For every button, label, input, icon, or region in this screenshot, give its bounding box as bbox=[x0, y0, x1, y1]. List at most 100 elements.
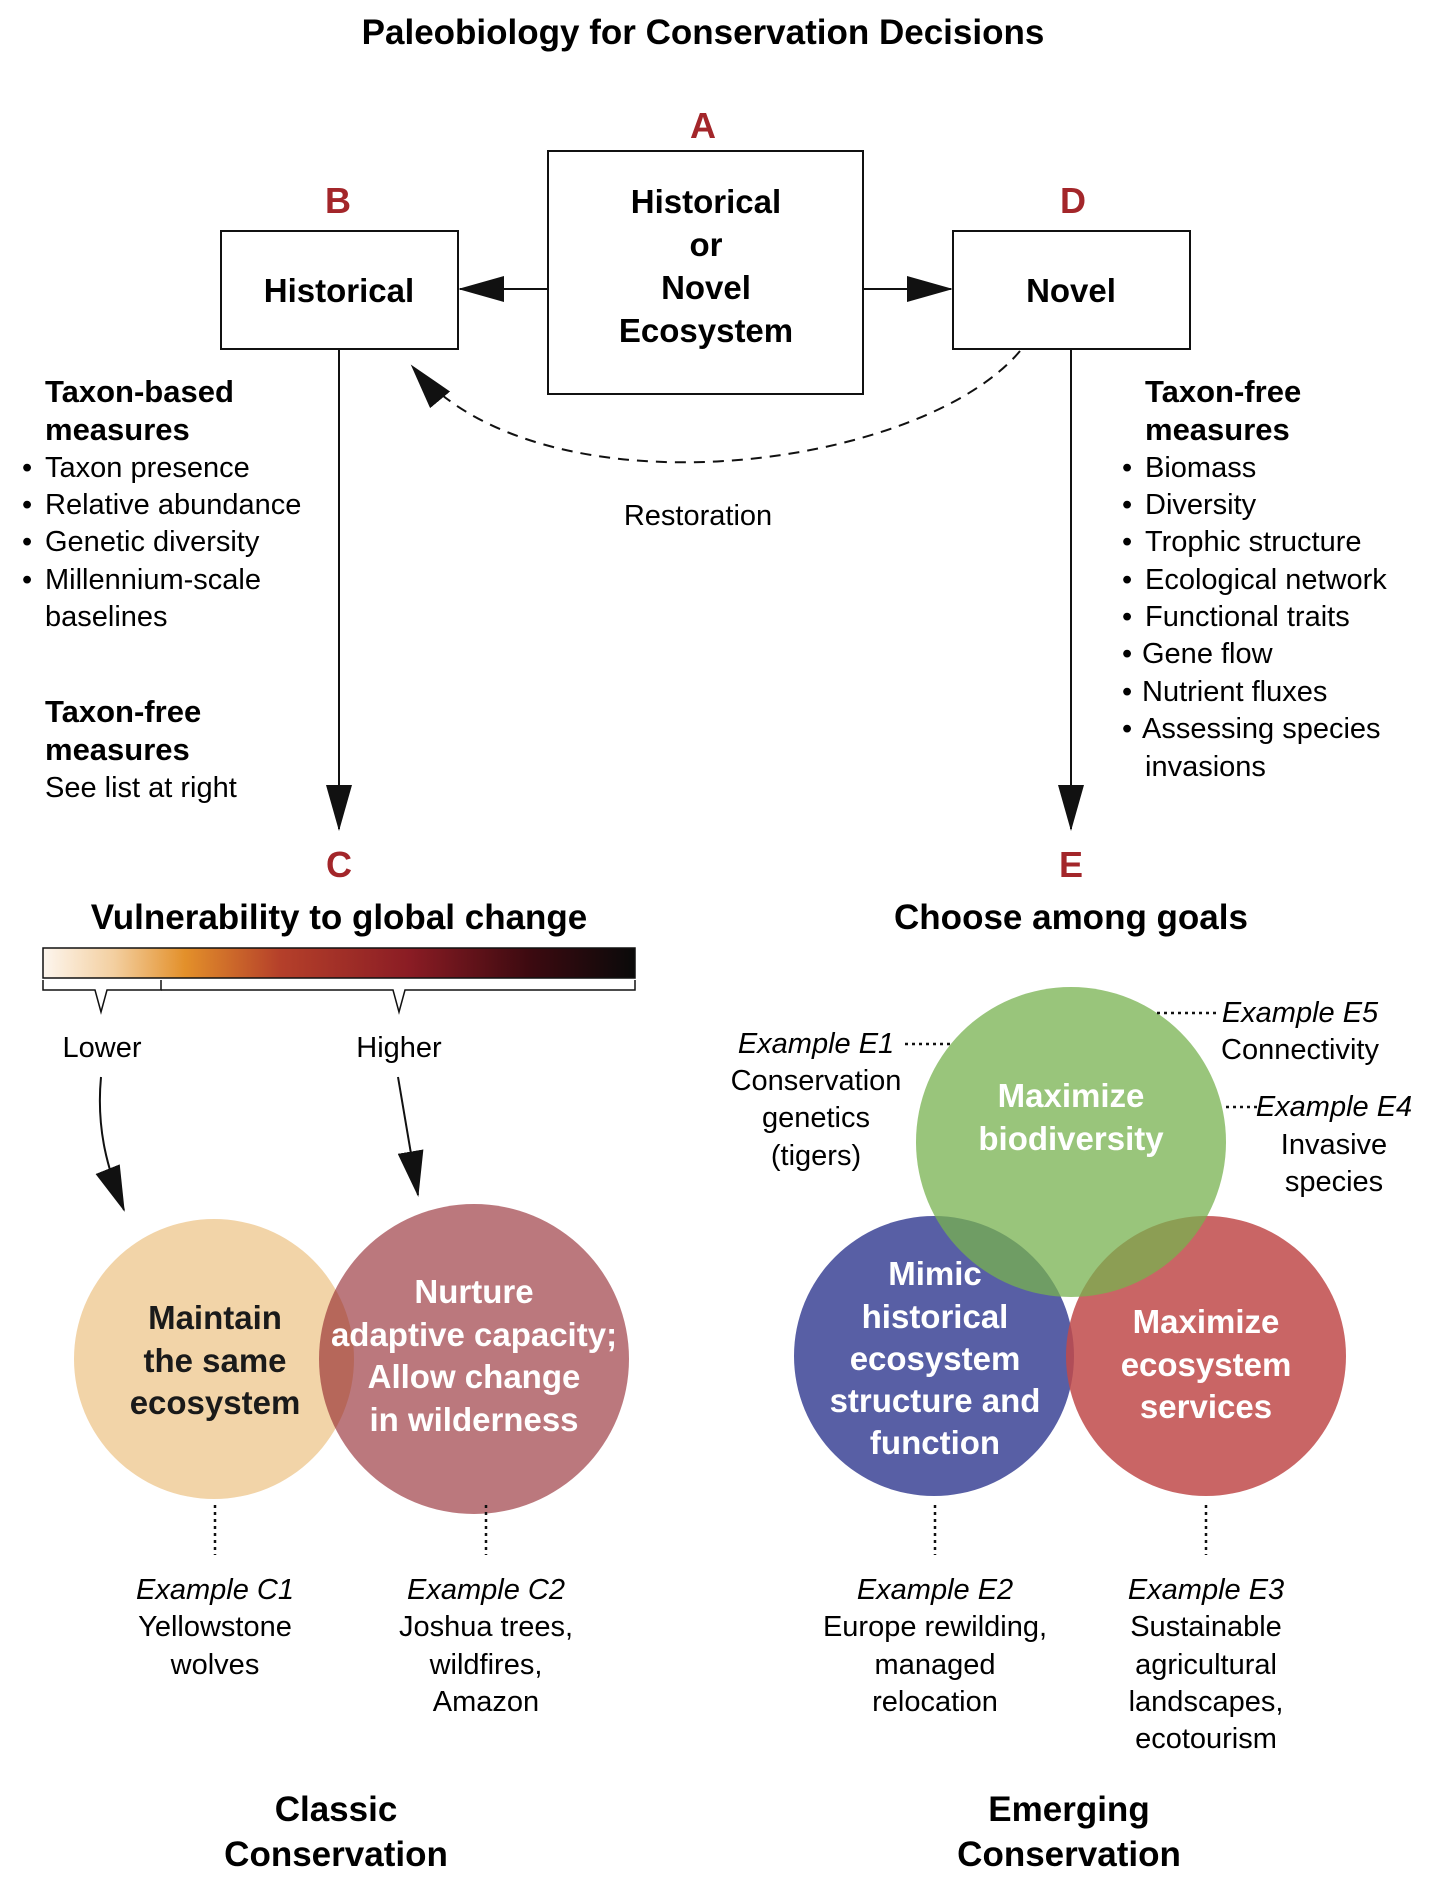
left-measures: Taxon-based measures • Taxon presence • … bbox=[22, 374, 301, 804]
bullet: • bbox=[1122, 601, 1132, 633]
example-e3-label: Example E3 bbox=[1128, 1574, 1284, 1606]
label-e: E bbox=[1059, 844, 1083, 885]
taxon-free-item: Biomass bbox=[1145, 452, 1256, 484]
box-historical-label: Historical bbox=[264, 272, 414, 309]
taxon-free-heading-1: Taxon-free bbox=[45, 694, 201, 729]
bullet: • bbox=[22, 452, 32, 484]
biodiversity-line-1: Maximize bbox=[998, 1077, 1145, 1114]
nurture-line-3: Allow change bbox=[368, 1358, 581, 1395]
taxon-free-item: Functional traits bbox=[1145, 601, 1350, 633]
example-c2-line: wildfires, bbox=[429, 1649, 543, 1681]
maintain-line-2: the same bbox=[143, 1342, 286, 1379]
bullet: • bbox=[1122, 452, 1132, 484]
mimic-line-5: function bbox=[870, 1424, 1000, 1461]
box-novel-label: Novel bbox=[1026, 272, 1116, 309]
taxon-based-item: Taxon presence bbox=[45, 452, 250, 484]
right-heading-2: measures bbox=[1145, 412, 1290, 447]
bullet: • bbox=[1122, 638, 1132, 670]
example-e3-line: Sustainable bbox=[1130, 1611, 1282, 1643]
scale-higher-label: Higher bbox=[356, 1032, 442, 1064]
nurture-line-2: adaptive capacity; bbox=[331, 1316, 617, 1353]
vulnerability-heading: Vulnerability to global change bbox=[91, 898, 588, 937]
goals-heading: Choose among goals bbox=[894, 898, 1248, 937]
nurture-line-1: Nurture bbox=[414, 1273, 533, 1310]
taxon-based-item: baselines bbox=[45, 601, 168, 633]
taxon-free-item: Ecological network bbox=[1145, 564, 1387, 596]
mimic-line-2: historical bbox=[862, 1298, 1009, 1335]
restoration-arrow bbox=[410, 350, 1021, 464]
example-e4-line: species bbox=[1285, 1166, 1383, 1198]
label-d: D bbox=[1060, 180, 1086, 221]
classic-footer-2: Conservation bbox=[224, 1835, 448, 1874]
bullet: • bbox=[22, 564, 32, 596]
emerging-footer-2: Conservation bbox=[957, 1835, 1181, 1874]
maintain-line-1: Maintain bbox=[148, 1299, 282, 1336]
label-c: C bbox=[326, 844, 352, 885]
right-heading-1: Taxon-free bbox=[1145, 374, 1301, 409]
classic-footer-1: Classic bbox=[275, 1790, 398, 1829]
maintain-line-3: ecosystem bbox=[130, 1384, 301, 1421]
bullet: • bbox=[1122, 713, 1132, 745]
bullet: • bbox=[1122, 489, 1132, 521]
circle-maximize-services bbox=[1066, 1216, 1346, 1496]
bullet: • bbox=[1122, 526, 1132, 558]
bracket-higher bbox=[161, 980, 636, 1015]
taxon-based-item: Millennium-scale bbox=[45, 564, 261, 596]
services-line-2: ecosystem bbox=[1121, 1346, 1292, 1383]
taxon-free-note: See list at right bbox=[45, 772, 237, 804]
example-e1-line: Conservation bbox=[731, 1065, 902, 1097]
services-line-3: services bbox=[1140, 1388, 1272, 1425]
vulnerability-gradient-bar bbox=[42, 947, 636, 979]
example-e3-line: agricultural bbox=[1135, 1649, 1277, 1681]
example-e4-label: Example E4 bbox=[1256, 1091, 1412, 1123]
box-a-line-4: Ecosystem bbox=[619, 312, 793, 349]
taxon-based-item: Genetic diversity bbox=[45, 526, 260, 558]
box-historical-or-novel bbox=[547, 150, 864, 395]
bullet: • bbox=[1122, 676, 1132, 708]
services-line-1: Maximize bbox=[1133, 1303, 1280, 1340]
restoration-label: Restoration bbox=[624, 500, 772, 532]
example-c2-label: Example C2 bbox=[407, 1574, 565, 1606]
bullet: • bbox=[22, 526, 32, 558]
example-e1-line: genetics bbox=[762, 1102, 870, 1134]
biodiversity-line-2: biodiversity bbox=[978, 1120, 1164, 1157]
scale-lower-label: Lower bbox=[63, 1032, 142, 1064]
diagram-title: Paleobiology for Conservation Decisions bbox=[362, 13, 1045, 52]
bullet: • bbox=[1122, 564, 1132, 596]
label-b: B bbox=[325, 180, 351, 221]
taxon-free-item: Nutrient fluxes bbox=[1142, 676, 1327, 708]
example-c1-line: wolves bbox=[170, 1649, 260, 1681]
example-e3-line: landscapes, bbox=[1129, 1686, 1284, 1718]
taxon-free-item: Diversity bbox=[1145, 489, 1257, 521]
bracket-lower bbox=[42, 980, 162, 1015]
taxon-based-heading-2: measures bbox=[45, 412, 190, 447]
box-novel bbox=[952, 230, 1191, 350]
example-c1-label: Example C1 bbox=[136, 1574, 294, 1606]
arrow-lower-to-maintain bbox=[95, 1076, 125, 1212]
example-e2-label: Example E2 bbox=[857, 1574, 1013, 1606]
circle-mimic-historical bbox=[794, 1216, 1074, 1496]
example-e3-line: ecotourism bbox=[1135, 1723, 1277, 1755]
taxon-free-item: Gene flow bbox=[1142, 638, 1274, 670]
example-e5-label: Example E5 bbox=[1222, 997, 1379, 1029]
taxon-free-item: invasions bbox=[1145, 751, 1266, 783]
mimic-line-4: structure and bbox=[830, 1382, 1041, 1419]
arrow-higher-to-nurture bbox=[397, 1076, 424, 1197]
right-measures: Taxon-free measures • Biomass • Diversit… bbox=[1122, 374, 1387, 783]
example-e4-line: Invasive bbox=[1281, 1129, 1387, 1161]
label-a: A bbox=[690, 105, 716, 146]
example-e2-line: Europe rewilding, bbox=[823, 1611, 1047, 1643]
circle-maintain-ecosystem bbox=[74, 1219, 354, 1499]
taxon-free-heading-2: measures bbox=[45, 732, 190, 767]
example-c2-line: Amazon bbox=[433, 1686, 539, 1718]
example-e5-line: Connectivity bbox=[1221, 1034, 1379, 1066]
taxon-based-item: Relative abundance bbox=[45, 489, 301, 521]
example-c1-line: Yellowstone bbox=[138, 1611, 292, 1643]
example-e2-line: relocation bbox=[872, 1686, 998, 1718]
circle-maximize-biodiversity bbox=[916, 987, 1226, 1297]
mimic-line-1: Mimic bbox=[888, 1255, 982, 1292]
example-e2-line: managed bbox=[875, 1649, 996, 1681]
mimic-line-3: ecosystem bbox=[850, 1340, 1021, 1377]
nurture-line-4: in wilderness bbox=[369, 1401, 578, 1438]
bullet: • bbox=[22, 489, 32, 521]
